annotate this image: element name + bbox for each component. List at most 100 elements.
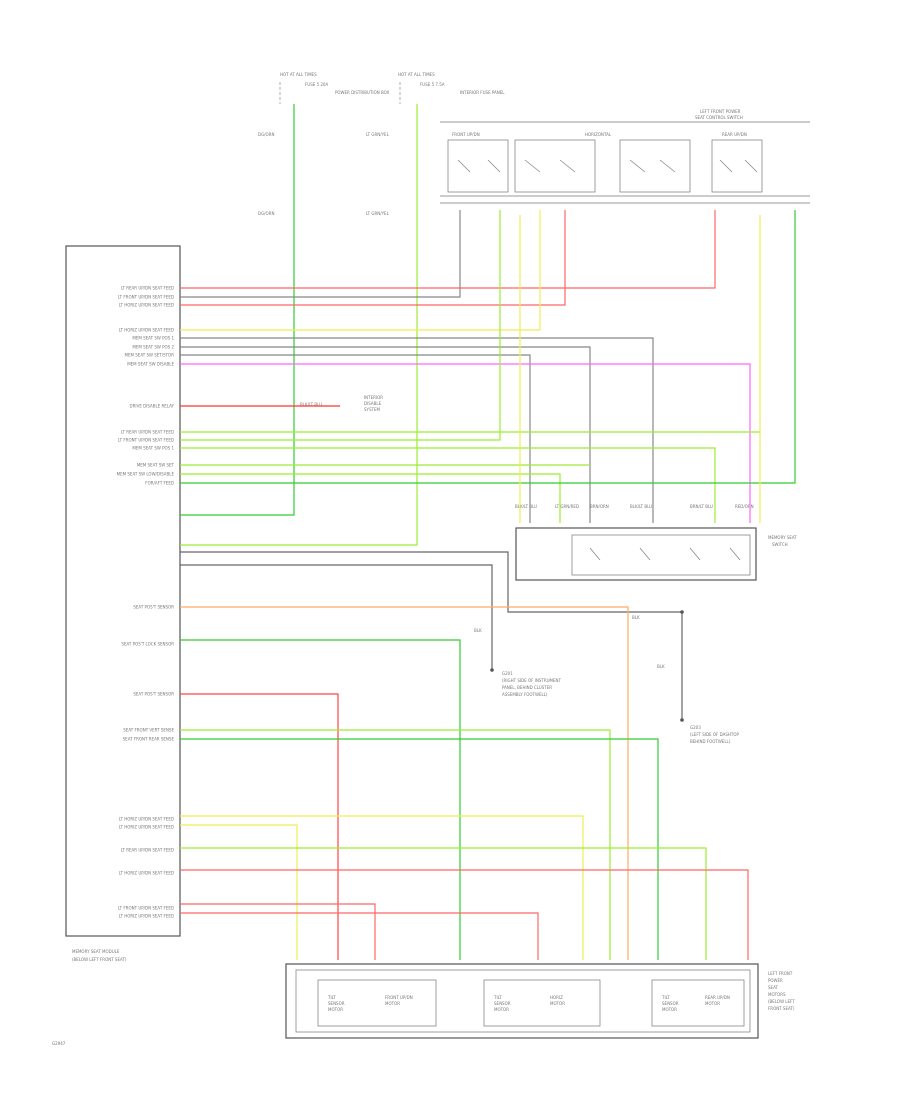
wire-3 [180,210,566,306]
motors-title-2: POWER [768,978,783,983]
switch-section-front: FRONT UP/DN [452,132,480,137]
wire-23 [180,824,298,960]
wire-label-dg-2: DG/ORN [258,211,274,216]
module-pin-label: LT HORIZ UP/DN SEAT FEED [119,825,174,830]
switch-title-1: LEFT FRONT POWER [700,109,741,114]
module-pin-label: MEM SEAT SW SET [137,463,175,468]
wire-label-dg-1: DG/ORN [258,132,274,137]
wire-4 [180,210,541,331]
m2-b: SENSOR [494,1001,511,1006]
module-pin-label: SEAT FRONT VERT SENSE [123,728,174,733]
wire-label-lg-2: LT GRN/YEL [366,211,390,216]
module-pin-label: LT HORIZ UP/DN SEAT FEED [119,914,174,919]
g1-line2: (RIGHT SIDE OF INSTRUMENT [502,678,561,683]
m1-d: FRONT UP/DN [385,995,413,1000]
module-title-2: (BELOW LEFT FRONT SEAT) [72,957,127,962]
switch-title-2: SEAT CONTROL SWITCH [695,115,743,120]
switch-section-horiz: HORIZONTAL [585,132,612,137]
m3-a: TILT [661,995,670,1000]
wire-27 [180,912,539,960]
module-pin-label: MEM SEAT SW POS 1 [132,446,174,451]
memory-seat-module: LT REAR UP/DN SEAT FEED LT FRONT UP/DN SE… [65,245,181,962]
wire-2 [180,210,461,298]
motors-outline [285,963,759,1039]
module-pin-label: MEM SEAT SW POS 1 [132,336,174,341]
wire-power-dg [180,104,295,516]
m2-d: HORIZ [550,995,563,1000]
g1-line4: ASSEMBLY FOOTWELL) [502,692,548,697]
m1-e: MOTOR [385,1001,400,1006]
wire-14 [180,210,796,484]
memory-switch-title-1: MEMORY SEAT [768,535,797,540]
memory-switch-terminal-label: BRN/ORN [590,504,609,509]
g2-line2: (LEFT SIDE OF DASHTOP [690,732,739,737]
g1-line1: G201 [502,671,513,676]
module-pin-label: LT HORIZ UP/DN SEAT FEED [119,328,174,333]
memory-switch-title-2: SWITCH [772,542,788,547]
module-pin-label: SEAT FRONT REAR SENSE [123,737,175,742]
front-motor-box [317,979,437,1027]
wire-8 [180,363,751,523]
wire-13 [180,473,561,523]
memory-switch-outline [515,527,757,581]
relay-note-2: DISABLE [364,401,382,406]
module-pin-label: LT REAR UP/DN SEAT FEED [121,848,174,853]
wire-1 [180,210,716,289]
wire-21 [180,738,659,960]
m3-e: MOTOR [705,1001,720,1006]
wire-20 [180,729,611,960]
g2-wire: BLK [657,664,665,669]
module-pin-label: LT HORIZ UP/DN SEAT FEED [119,871,174,876]
relay-note-wire: BLK/LT BLU [300,402,322,407]
g1-line3: PANEL, BEHIND CLUSTER [502,685,552,690]
seat-motors: TILT SENSOR MOTOR FRONT UP/DN MOTOR TILT… [285,963,795,1039]
splice-points [490,610,684,722]
horiz-motor-box [483,979,601,1027]
m2-a: TILT [493,995,502,1000]
wire-17 [180,606,629,960]
relay-note-3: SYSTEM [364,407,380,412]
module-outline [65,245,181,937]
g2-line3: BEHIND FOOTWELL) [690,739,731,744]
module-pin-label: SEAT POS'T LOCK SENSOR [121,642,174,647]
switch-section-rear: REAR UP/DN [722,132,747,137]
wire-harness [180,104,796,960]
memory-switch-terminal-label: BLK/LT BLU [515,504,537,509]
m2-e: MOTOR [550,1001,565,1006]
wire-24 [180,847,707,960]
relay-note-1: INTERIOR [364,395,383,400]
module-pin-labels: LT REAR UP/DN SEAT FEED LT FRONT UP/DN SE… [117,286,175,919]
module-pin-label: LT FRONT UP/DN SEAT FEED [118,906,174,911]
g1-wire: BLK [474,628,482,633]
module-pin-label: FOR/AFT FEED [145,481,174,486]
m1-c: MOTOR [328,1007,343,1012]
wire-10 [180,210,501,441]
motors-title-4: MOTORS [768,992,786,997]
memory-switch-terminal-label: BLK/LT BLU [630,504,652,509]
memory-switch-terminal-label: LT GRN/RED [555,504,579,509]
power-feed-labels: HOT AT ALL TIMES HOT AT ALL TIMES FUSE 5… [258,72,505,216]
wire-ground-b [180,564,493,670]
module-pin-label: SEAT POS'T SENSOR [133,692,174,697]
g2-line1: G203 [690,725,701,730]
figure-id: G2947 [52,1041,66,1046]
wire-22 [180,815,584,960]
memory-seat-switch: MEMORY SEAT SWITCH BLK/LT BLU LT GRN/RED B… [515,504,797,581]
memory-switch-terminal-label: RED/ORN [735,504,754,509]
wire-5 [180,337,654,523]
module-pin-label: MEM SEAT SW SET/STOR [125,353,175,358]
wire-label-lg-1: LT GRN/YEL [366,132,390,137]
module-pin-label: MEM SEAT SW POS 2 [132,345,174,350]
m3-c: MOTOR [662,1007,677,1012]
m2-c: MOTOR [494,1007,509,1012]
fuse-label-c: FUSE 5 7.5A [420,82,445,87]
m1-b: SENSOR [328,1001,345,1006]
module-pin-label: MEM SEAT SW LOW/DISABLE [117,472,175,477]
m3-b: SENSOR [662,1001,679,1006]
m3-d: REAR UP/DN [705,995,730,1000]
wire-26 [180,903,376,960]
motors-title-1: LEFT FRONT [768,971,793,976]
module-pin-label: LT REAR UP/DN SEAT FEED [121,286,174,291]
wire-6 [180,346,591,523]
